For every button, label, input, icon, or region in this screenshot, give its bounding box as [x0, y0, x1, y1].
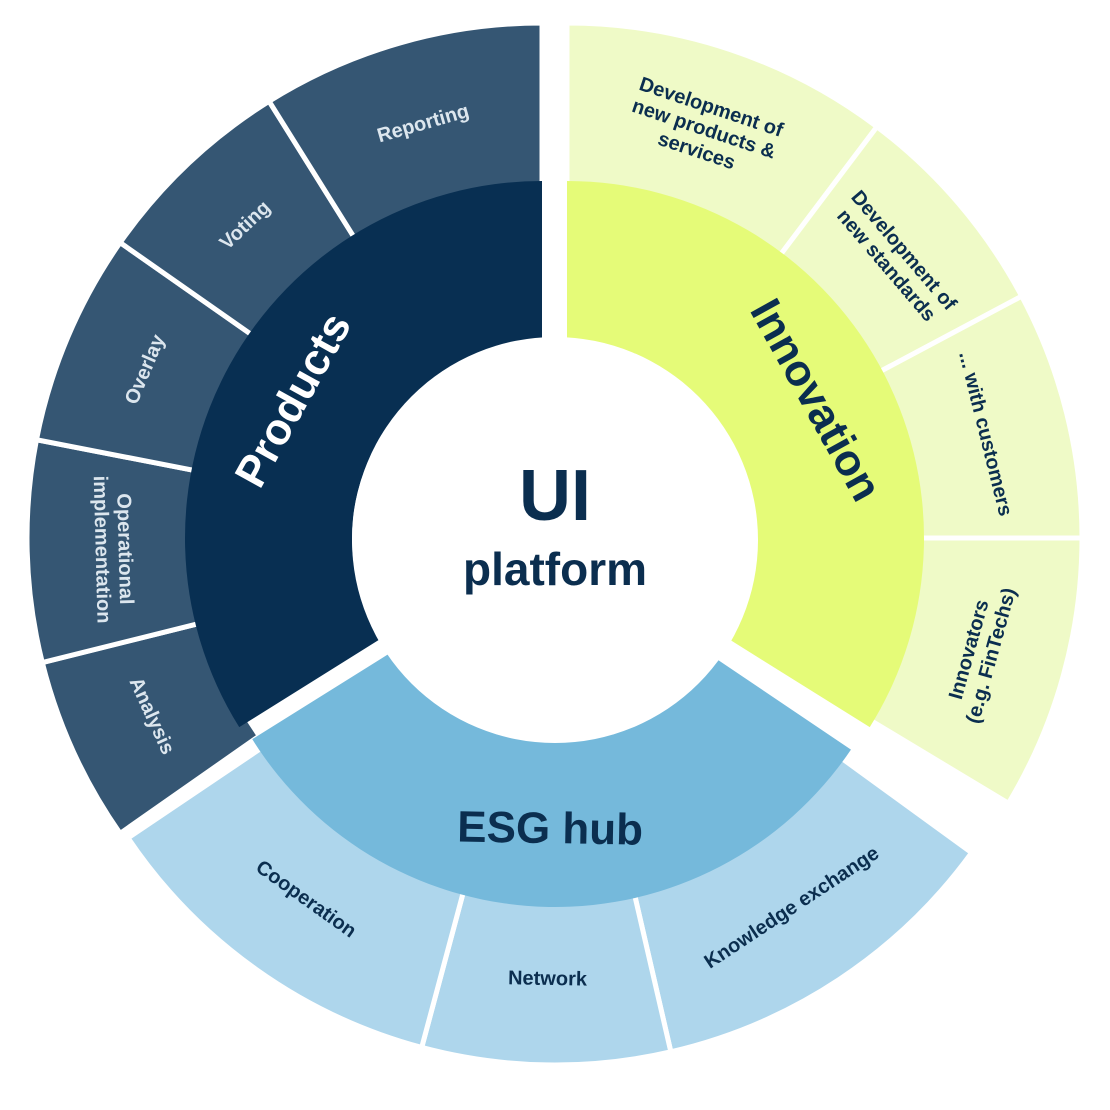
- center-title: UI: [519, 456, 591, 536]
- center-subtitle: platform: [463, 543, 647, 595]
- inner-segment-products: [185, 181, 543, 728]
- outer-label-operational-implementation: Operationalimplementation: [88, 475, 137, 624]
- sector-label-esg: ESG hub: [457, 802, 644, 854]
- center-circle: [352, 337, 758, 743]
- inner-segment-innovation: [567, 181, 924, 728]
- inner-segment-esg: [252, 650, 851, 907]
- outer-label-network: Network: [508, 968, 588, 991]
- inner-ring: [185, 181, 924, 907]
